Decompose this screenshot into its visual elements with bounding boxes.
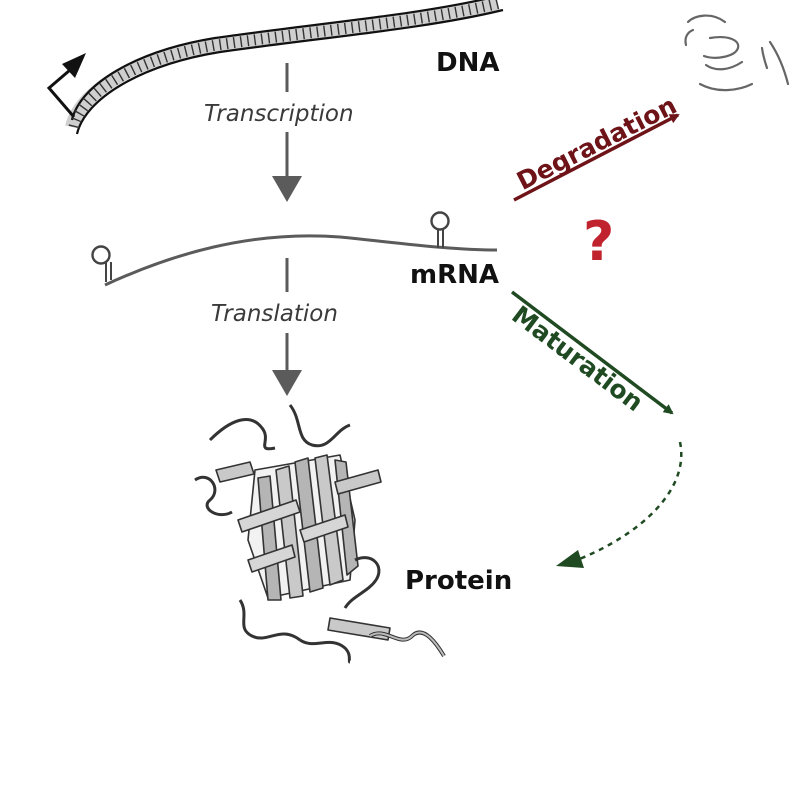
- beta-barrel-protein-icon: [194, 404, 446, 664]
- degraded-rna-fragments-icon: [684, 14, 790, 92]
- mrna-strand: [104, 234, 498, 287]
- translation-label: Translation: [211, 301, 338, 327]
- question-mark: ?: [583, 210, 615, 273]
- protein-label: Protein: [405, 566, 513, 596]
- maturation-dashed-arrowhead: [556, 550, 584, 568]
- maturation-dashed-arrow: [576, 441, 683, 562]
- transcription-arrow: [272, 63, 302, 202]
- degradation-arrow: [513, 113, 680, 202]
- maturation-arrow: [510, 290, 674, 415]
- transcription-label: Transcription: [204, 101, 354, 127]
- dna-label: DNA: [436, 48, 500, 78]
- promoter-arrow-icon: [46, 53, 86, 118]
- stem-loop-icon: [430, 211, 450, 248]
- stem-loop-icon: [91, 245, 112, 282]
- dna-strand: [65, 0, 504, 135]
- mrna-label: mRNA: [410, 260, 499, 290]
- translation-arrow: [272, 258, 302, 396]
